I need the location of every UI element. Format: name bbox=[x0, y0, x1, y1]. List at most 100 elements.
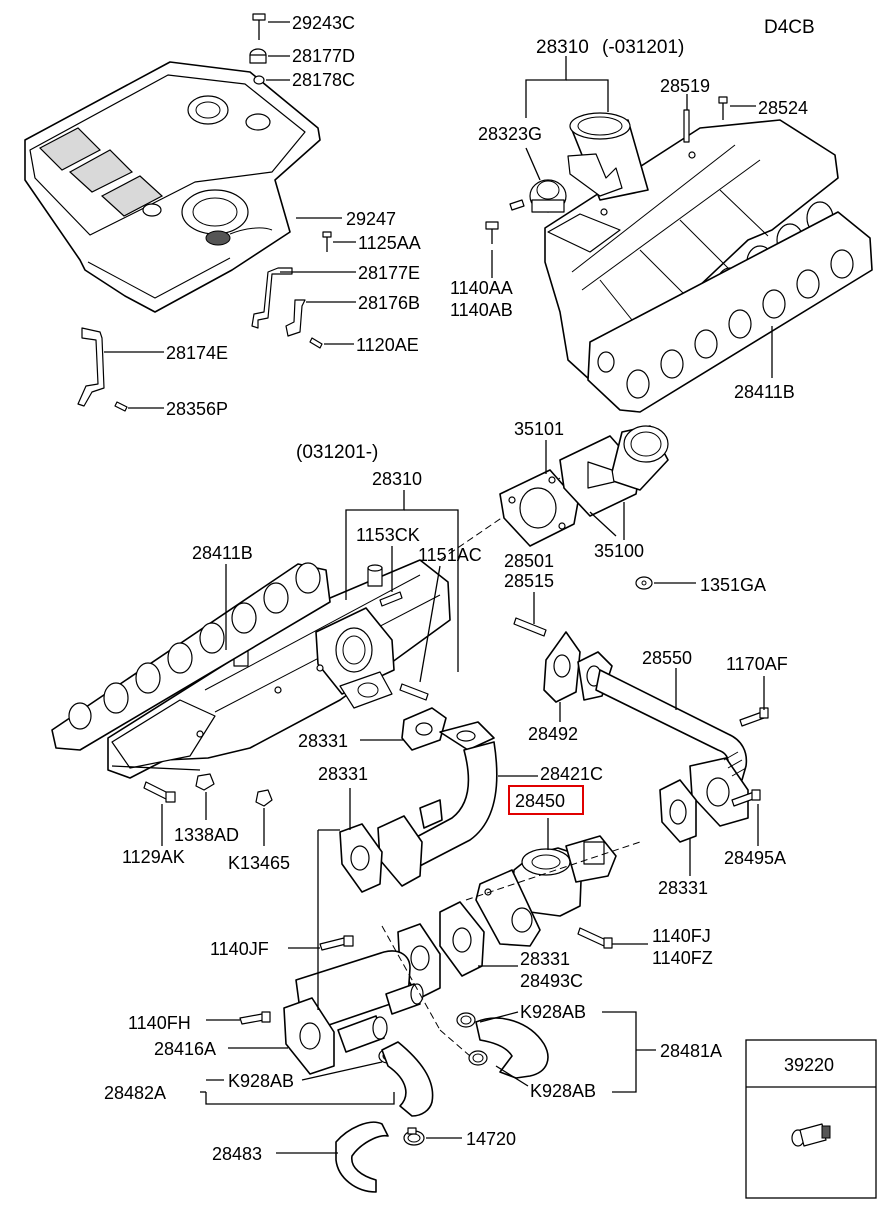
egr-valve-28450 bbox=[475, 835, 617, 947]
callout-K928AB-b: K928AB bbox=[228, 1071, 294, 1091]
hose-28483 bbox=[335, 1121, 389, 1193]
callout-1153CK: 1153CK bbox=[356, 525, 420, 545]
callout-14720: 14720 bbox=[466, 1129, 516, 1149]
callout-39220: 39220 bbox=[784, 1055, 834, 1075]
stud-1153CK bbox=[379, 591, 403, 607]
callout-28411B-lower: 28411B bbox=[192, 543, 253, 563]
callout-1140AB: 1140AB bbox=[450, 300, 513, 320]
gasket-28411B-lower bbox=[51, 562, 331, 751]
hose-28481A bbox=[475, 1017, 549, 1079]
gasket-28411B-upper bbox=[587, 211, 873, 413]
engine-cover-29247 bbox=[24, 61, 321, 313]
callout-29247: 29247 bbox=[346, 209, 396, 229]
egr-pipe-28550 bbox=[577, 651, 749, 827]
bolt-28495A bbox=[731, 789, 761, 807]
callout-1120AE: 1120AE bbox=[356, 335, 419, 355]
callout-28515: 28515 bbox=[504, 571, 554, 591]
bolt-1125AA bbox=[322, 231, 332, 252]
callout-28495A: 28495A bbox=[724, 848, 786, 868]
sensor-28323G bbox=[509, 179, 567, 213]
callout-28483: 28483 bbox=[212, 1144, 262, 1164]
callout-28501: 28501 bbox=[504, 551, 554, 571]
callout-28323G: 28323G bbox=[478, 124, 542, 144]
callout-28519: 28519 bbox=[660, 76, 710, 96]
callout-28416A: 28416A bbox=[154, 1039, 216, 1059]
bolt-1129AK bbox=[143, 781, 176, 803]
callout-K928AB-c: K928AB bbox=[530, 1081, 596, 1101]
callout-28493C: 28493C bbox=[520, 971, 583, 991]
callout-031201-note: (031201-) bbox=[296, 442, 378, 463]
callout-35101: 35101 bbox=[514, 419, 564, 439]
stud-1151AC bbox=[399, 683, 429, 701]
callout-1140FH: 1140FH bbox=[128, 1013, 191, 1033]
clamp-K928AB-a bbox=[456, 1012, 476, 1028]
gasket-28331-d bbox=[439, 901, 485, 977]
callout-28550: 28550 bbox=[642, 648, 692, 668]
egr-cooler-28416A bbox=[283, 923, 441, 1075]
callout-28310-lower: 28310 bbox=[372, 469, 422, 489]
callout-1140FJ: 1140FJ bbox=[652, 926, 711, 946]
bolt-28524 bbox=[718, 96, 728, 120]
callout-labels: D4CB 29243C 28177D 28178C 28310 (-031201… bbox=[104, 13, 834, 1164]
callout-28331-a: 28331 bbox=[298, 731, 348, 751]
bolt-1140FJ bbox=[577, 927, 613, 949]
bolt-28356P bbox=[114, 401, 128, 412]
callout-28331-d: 28331 bbox=[520, 949, 570, 969]
callout-28331-c: 28331 bbox=[658, 878, 708, 898]
callout-28481A: 28481A bbox=[660, 1041, 722, 1061]
callout-1125AA: 1125AA bbox=[358, 233, 421, 253]
bolt-1140JF bbox=[319, 935, 354, 951]
callout-1140FZ: 1140FZ bbox=[652, 948, 713, 968]
sensor-39220 bbox=[791, 1123, 831, 1147]
callout-28450: 28450 bbox=[515, 791, 565, 811]
callout-1151AC: 1151AC bbox=[418, 545, 482, 565]
gasket-35101 bbox=[499, 469, 579, 547]
callout-1129AK: 1129AK bbox=[122, 847, 185, 867]
callout-28174E: 28174E bbox=[166, 343, 228, 363]
callout-28524: 28524 bbox=[758, 98, 808, 118]
egr-pipe-28421C bbox=[377, 721, 498, 887]
bolt-1120AE bbox=[309, 337, 323, 349]
throttle-body-35100 bbox=[559, 425, 669, 517]
intake-manifold-28310-lower bbox=[107, 559, 451, 779]
hose-28482A bbox=[381, 1041, 434, 1117]
bracket-28177E bbox=[251, 267, 293, 329]
gasket-28331-right bbox=[659, 779, 697, 843]
bolt-29243C bbox=[252, 13, 266, 40]
callout-1140AA: 1140AA bbox=[450, 278, 513, 298]
callout-28177D: 28177D bbox=[292, 46, 355, 66]
callout-28310-upper: 28310 bbox=[536, 37, 589, 58]
callout-35100: 35100 bbox=[594, 541, 644, 561]
callout-28492: 28492 bbox=[528, 724, 578, 744]
nut-K13465 bbox=[255, 789, 273, 807]
callout-28482A: 28482A bbox=[104, 1083, 166, 1103]
callout-1140JF: 1140JF bbox=[210, 939, 269, 959]
nut-1338AD bbox=[195, 773, 215, 791]
highlight-box-28450 bbox=[508, 785, 584, 815]
clamp-K928AB-b bbox=[468, 1050, 488, 1066]
callout-K13465: K13465 bbox=[228, 853, 290, 873]
callout-28310-upper-note: (-031201) bbox=[602, 37, 684, 58]
stud-28501 bbox=[513, 617, 547, 637]
callout-28178C: 28178C bbox=[292, 70, 355, 90]
callout-28331-b: 28331 bbox=[318, 764, 368, 784]
gasket-28492 bbox=[543, 631, 581, 703]
grommet-28178C bbox=[253, 75, 265, 85]
bolt-1140AA bbox=[485, 221, 499, 244]
bracket-28176B bbox=[285, 299, 306, 337]
callout-28177E: 28177E bbox=[358, 263, 420, 283]
inset-box-39220 bbox=[745, 1039, 877, 1199]
clamp-14720 bbox=[403, 1127, 425, 1146]
engine-code-label: D4CB bbox=[764, 17, 815, 38]
bracket-28174E bbox=[77, 327, 105, 407]
callout-28421C: 28421C bbox=[540, 764, 603, 784]
callout-1170AF: 1170AF bbox=[726, 654, 788, 674]
gasket-28331-a bbox=[401, 707, 447, 751]
callout-K928AB-a: K928AB bbox=[520, 1002, 586, 1022]
grommet-28177D bbox=[249, 48, 267, 64]
stud-28519 bbox=[683, 109, 690, 143]
callout-28176B: 28176B bbox=[358, 293, 420, 313]
callout-28356P: 28356P bbox=[166, 399, 228, 419]
callout-28411B-upper: 28411B bbox=[734, 382, 795, 402]
